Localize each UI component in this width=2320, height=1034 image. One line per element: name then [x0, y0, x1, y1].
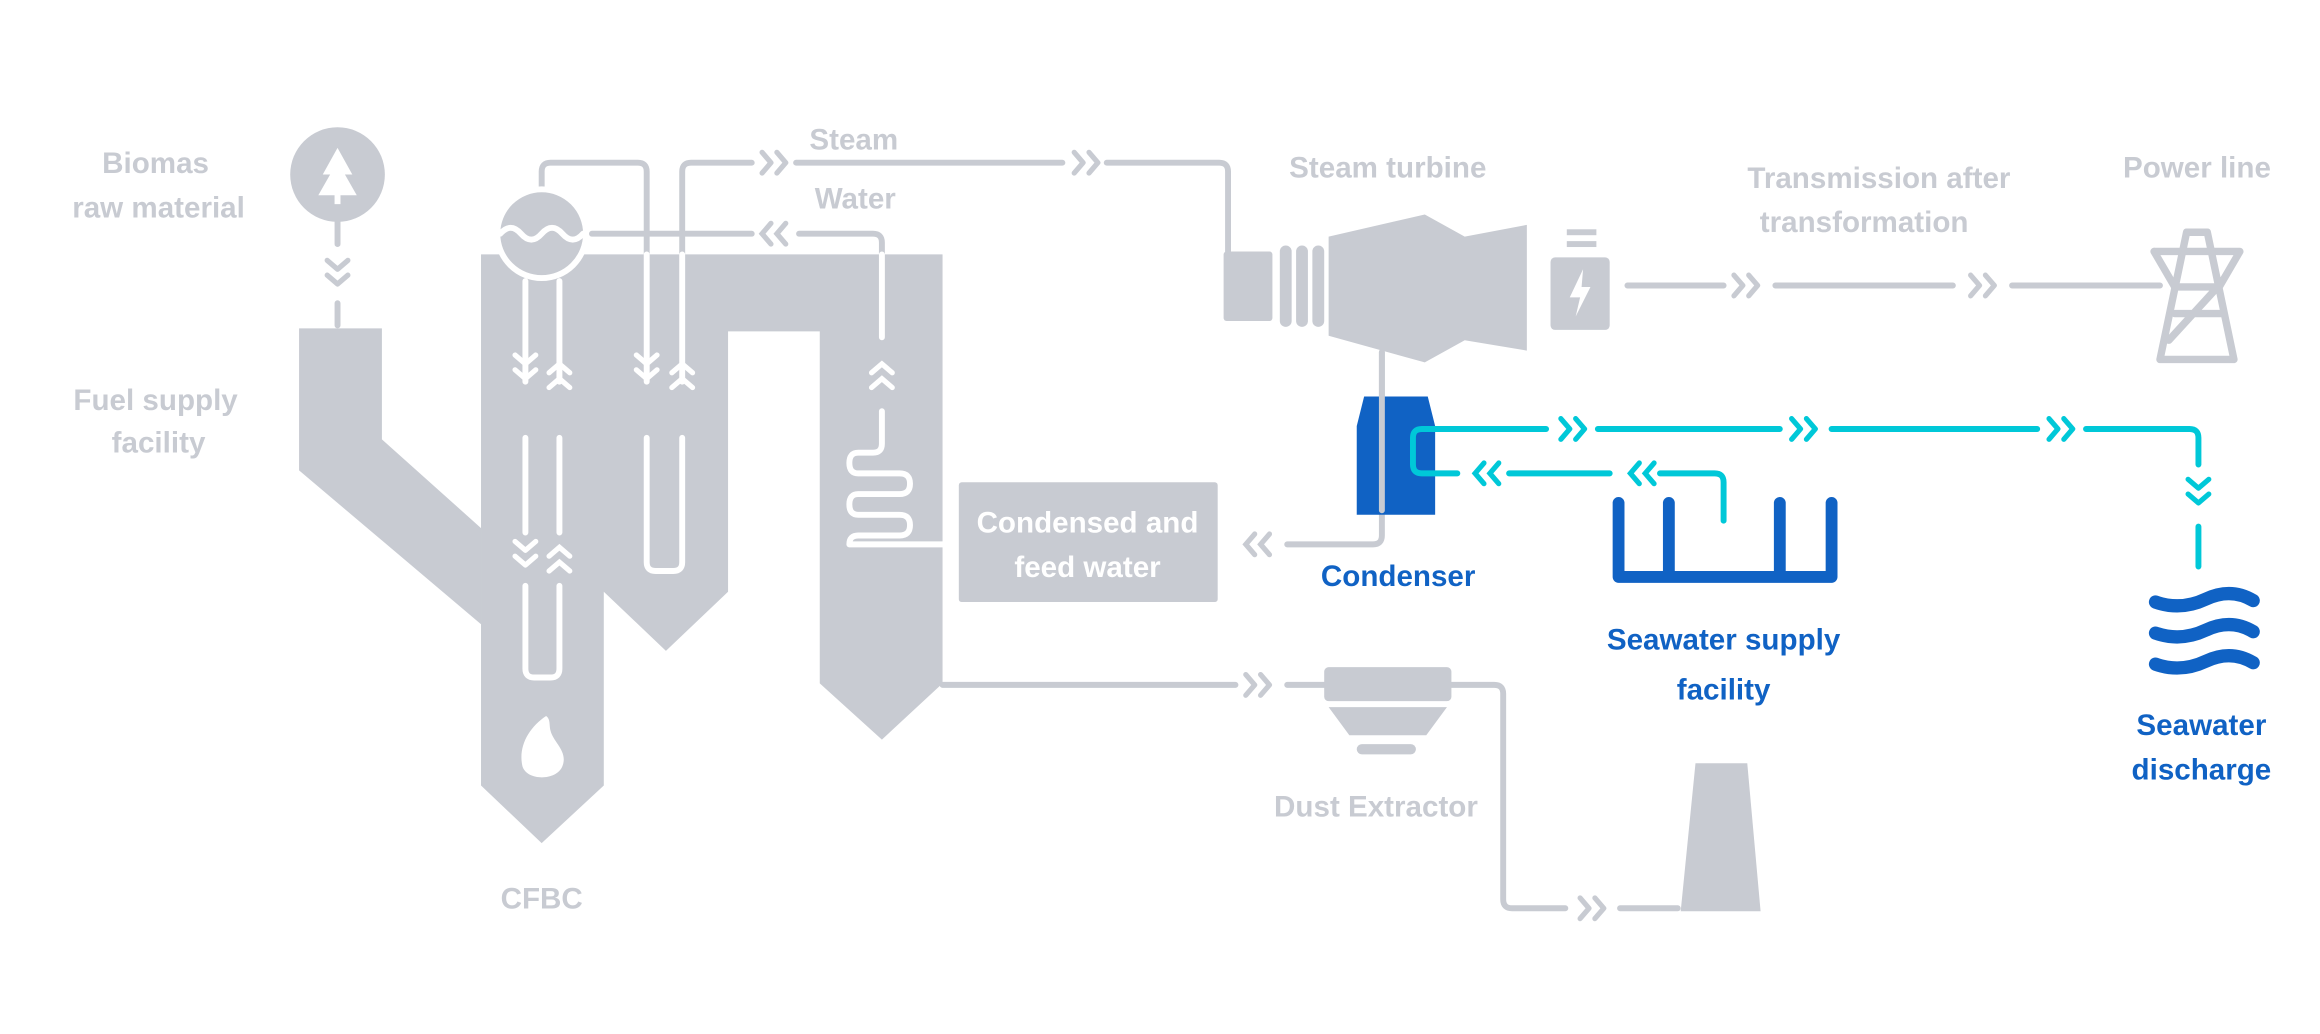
tree-icon [318, 147, 357, 205]
biomas-node [290, 127, 385, 329]
seawater-supply-label: Seawater supply [1607, 623, 1841, 656]
power-line-label: Power line [2123, 152, 2271, 185]
chevron-icon [1074, 152, 1098, 173]
seawater-discharge-label-2: discharge [2132, 754, 2272, 787]
fuel-supply-label: Fuel supply [73, 384, 238, 417]
fuel-supply-label-2: facility [112, 427, 206, 460]
chevron-icon [762, 152, 786, 173]
battery-icon [1550, 229, 1610, 330]
chevron-icon [1971, 275, 1995, 296]
chevron-icon [327, 260, 348, 284]
condenser-icon [1356, 396, 1436, 515]
transmission-label: Transmission after [1747, 162, 2011, 195]
chevron-icon [1734, 275, 1758, 296]
dust-extractor-icon [1324, 667, 1452, 755]
steam-drum-icon [494, 186, 590, 282]
svg-text:feed water: feed water [1014, 551, 1161, 584]
chimney-icon [1680, 763, 1761, 912]
cfbc-boiler [299, 254, 943, 844]
turbine-icon [1223, 214, 1527, 363]
svg-text:Condensed and: Condensed and [977, 507, 1199, 540]
condenser-label: Condenser [1321, 560, 1476, 593]
steam-label: Steam [809, 123, 898, 156]
chevron-icon [2188, 479, 2209, 503]
waves-icon [2148, 586, 2260, 675]
chevron-icon [1792, 419, 1816, 440]
seawater-supply-label-2: facility [1677, 674, 1771, 707]
seawater-discharge-label: Seawater [2136, 709, 2266, 742]
dust-extractor-label: Dust Extractor [1274, 791, 1478, 824]
seawater-intake-icon [1612, 497, 1838, 583]
transmission-label-2: transformation [1760, 206, 1969, 239]
cfbc-label: CFBC [501, 882, 583, 915]
water-label: Water [815, 183, 897, 216]
biomas-label-2: raw material [72, 191, 245, 224]
flame-icon [521, 715, 564, 778]
power-tower-icon [2150, 228, 2244, 364]
chevron-icon [1580, 898, 1604, 919]
biomas-label: Biomas [102, 147, 209, 180]
chevron-icon [2049, 419, 2073, 440]
condensed-feed-water-box: Condensed and feed water [958, 482, 1218, 603]
steam-turbine-label: Steam turbine [1289, 152, 1486, 185]
chevron-icon [1561, 419, 1585, 440]
chevron-icon [1246, 675, 1270, 696]
